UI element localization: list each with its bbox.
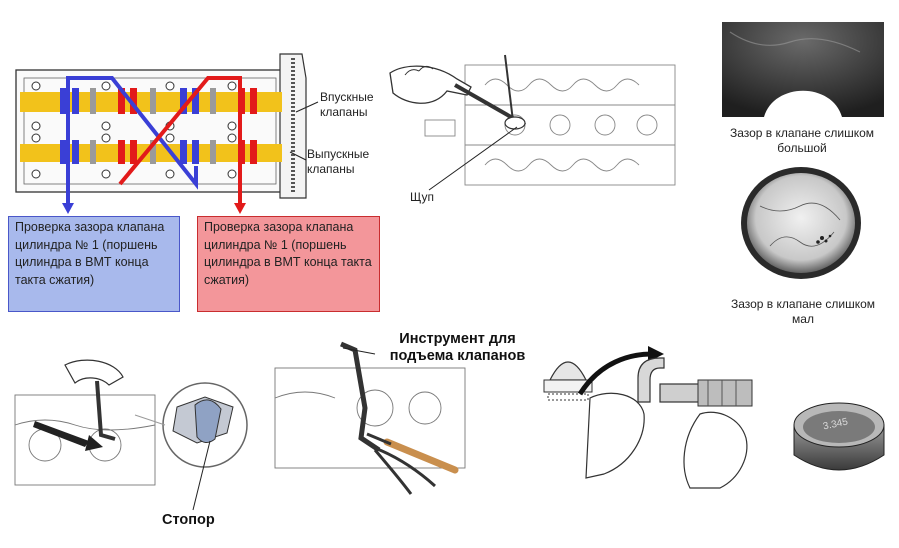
valve-lift-tool-label: Инструмент для подъема клапанов bbox=[389, 331, 526, 364]
feeler-gauge-drawing bbox=[389, 54, 676, 191]
intake-valves-label: Впускные клапаны bbox=[320, 90, 374, 119]
exhaust-valves-label: Выпускные клапаны bbox=[307, 147, 370, 176]
valve-lift-tool-drawing bbox=[274, 341, 466, 495]
gap-too-large-label: Зазор в клапане слишком большой bbox=[729, 126, 875, 155]
shim-photo-too-large bbox=[722, 22, 884, 117]
stopper-illustration bbox=[5, 355, 255, 511]
shim-cracked-photo bbox=[741, 167, 861, 279]
gap-too-small-label: Зазор в клапане слишком мал bbox=[730, 297, 876, 326]
shim-worn-photo bbox=[722, 22, 884, 117]
cylinder-head-drawing bbox=[15, 53, 307, 208]
feeler-gauge-illustration bbox=[385, 25, 685, 215]
feeler-gauge-label: Щуп bbox=[410, 190, 435, 204]
shim-marked-drawing bbox=[793, 402, 885, 471]
red-check-box: Проверка зазора клапана цилиндра № 1 (по… bbox=[197, 216, 380, 312]
stopper-label: Стопор bbox=[162, 512, 215, 528]
micrometer-illustration bbox=[530, 338, 780, 498]
cylinder-head-diagram bbox=[10, 48, 310, 208]
valve-lift-tool-illustration bbox=[274, 338, 475, 498]
shim-photo-too-small bbox=[740, 166, 862, 280]
stopper-drawing bbox=[14, 359, 248, 511]
blue-check-box: Проверка зазора клапана цилиндра № 1 (по… bbox=[8, 216, 180, 312]
micrometer-drawing bbox=[543, 346, 753, 489]
shim-photo-marked: 3.345 bbox=[790, 385, 888, 485]
